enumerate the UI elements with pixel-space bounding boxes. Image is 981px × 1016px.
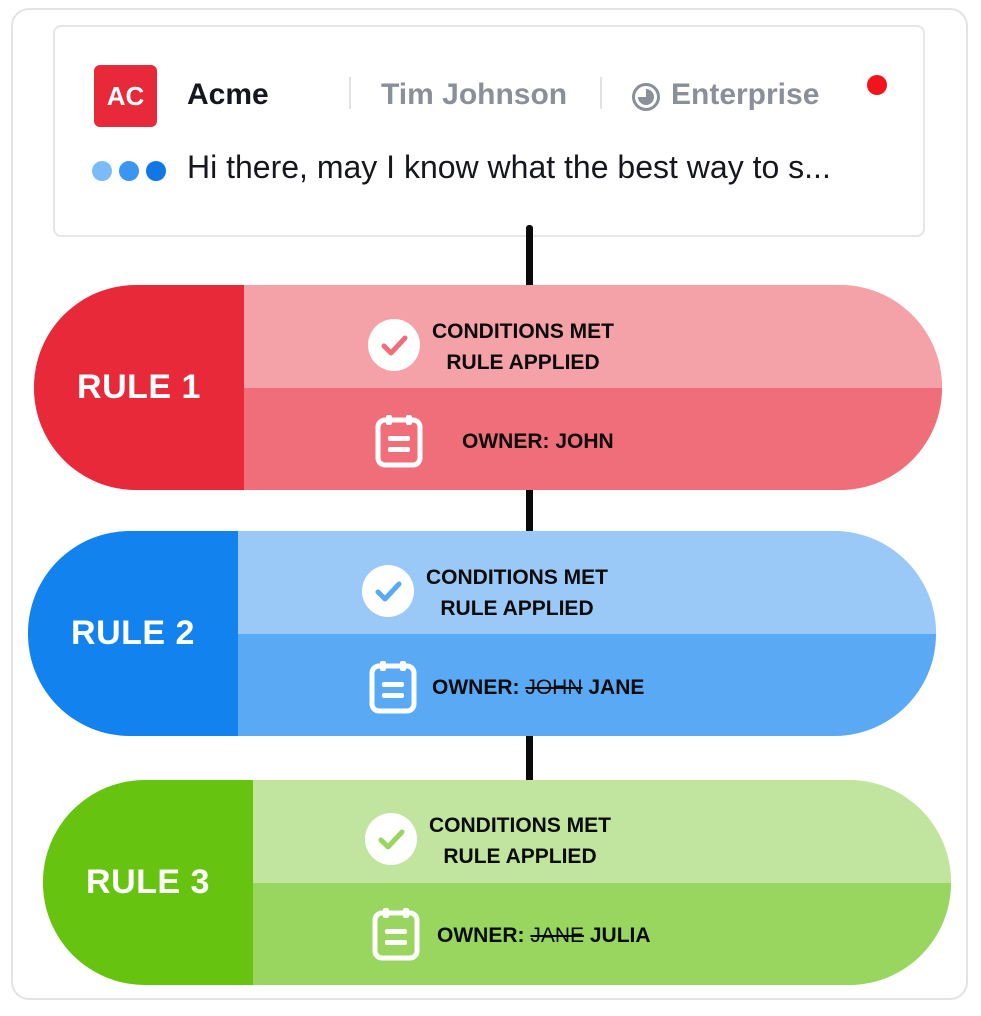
rule-owner-section — [244, 388, 942, 490]
rule-pill: RULE 2 CONDITIONS MET RULE APPLIED OWNER… — [28, 531, 936, 736]
connector-line — [526, 720, 533, 786]
rule-pill: RULE 1 CONDITIONS MET RULE APPLIED OWNER… — [34, 285, 942, 490]
rule-pill: RULE 3 CONDITIONS MET RULE APPLIED OWNER… — [43, 780, 951, 985]
rule-label-zone: RULE 1 — [34, 285, 244, 490]
user-name: Tim Johnson — [381, 78, 568, 111]
check-circle-icon — [365, 813, 417, 865]
owner-previous: JOHN — [525, 676, 583, 699]
header-divider — [600, 77, 602, 109]
owner-assignment: OWNER: JOHN JANE — [432, 676, 644, 700]
status-indicator — [867, 75, 887, 95]
condition-line: CONDITIONS MET — [432, 320, 614, 343]
owner-prefix: OWNER: — [437, 924, 525, 947]
condition-line: RULE APPLIED — [443, 845, 597, 868]
check-circle-icon — [362, 565, 414, 617]
owner-current: JANE — [588, 676, 645, 699]
company-name: Acme — [187, 78, 269, 111]
check-circle-icon — [368, 319, 420, 371]
pie-chart-icon — [632, 83, 660, 111]
conversation-card[interactable]: AC Acme Tim Johnson Enterprise Hi there,… — [53, 25, 925, 237]
message-preview: Hi there, may I know what the best way t… — [187, 149, 831, 185]
owner-prefix: OWNER: — [462, 430, 550, 453]
condition-status: CONDITIONS MET RULE APPLIED — [426, 562, 608, 624]
owner-previous: JANE — [530, 924, 585, 947]
owner-current: JULIA — [589, 924, 651, 947]
clipboard-icon — [375, 415, 423, 468]
condition-status: CONDITIONS MET RULE APPLIED — [429, 810, 611, 872]
company-logo: AC — [94, 65, 157, 127]
owner-prefix: OWNER: — [432, 676, 520, 699]
typing-dots-icon — [92, 161, 166, 181]
condition-line: RULE APPLIED — [440, 597, 594, 620]
rule-conditions-section — [244, 285, 942, 388]
rule-label: RULE 3 — [86, 863, 210, 901]
rule-label: RULE 1 — [77, 368, 201, 406]
clipboard-icon — [372, 908, 420, 961]
condition-status: CONDITIONS MET RULE APPLIED — [432, 316, 614, 378]
condition-line: CONDITIONS MET — [429, 814, 611, 837]
rule-owner-section — [253, 883, 951, 985]
plan-name: Enterprise — [671, 78, 820, 111]
rule-conditions-section — [238, 531, 936, 634]
header-divider — [349, 77, 351, 109]
rule-label-zone: RULE 3 — [43, 780, 253, 985]
clipboard-icon — [369, 661, 417, 714]
condition-line: RULE APPLIED — [446, 351, 600, 374]
logo-text: AC — [106, 80, 145, 111]
rule-owner-section — [238, 634, 936, 736]
connector-line — [526, 225, 533, 293]
rule-label-zone: RULE 2 — [28, 531, 238, 736]
condition-line: CONDITIONS MET — [426, 566, 608, 589]
rule-label: RULE 2 — [71, 614, 195, 652]
owner-assignment: OWNER: JOHN — [462, 430, 614, 454]
connector-line — [526, 476, 533, 542]
owner-current: JOHN — [555, 430, 614, 453]
owner-assignment: OWNER: JANE JULIA — [437, 924, 651, 948]
